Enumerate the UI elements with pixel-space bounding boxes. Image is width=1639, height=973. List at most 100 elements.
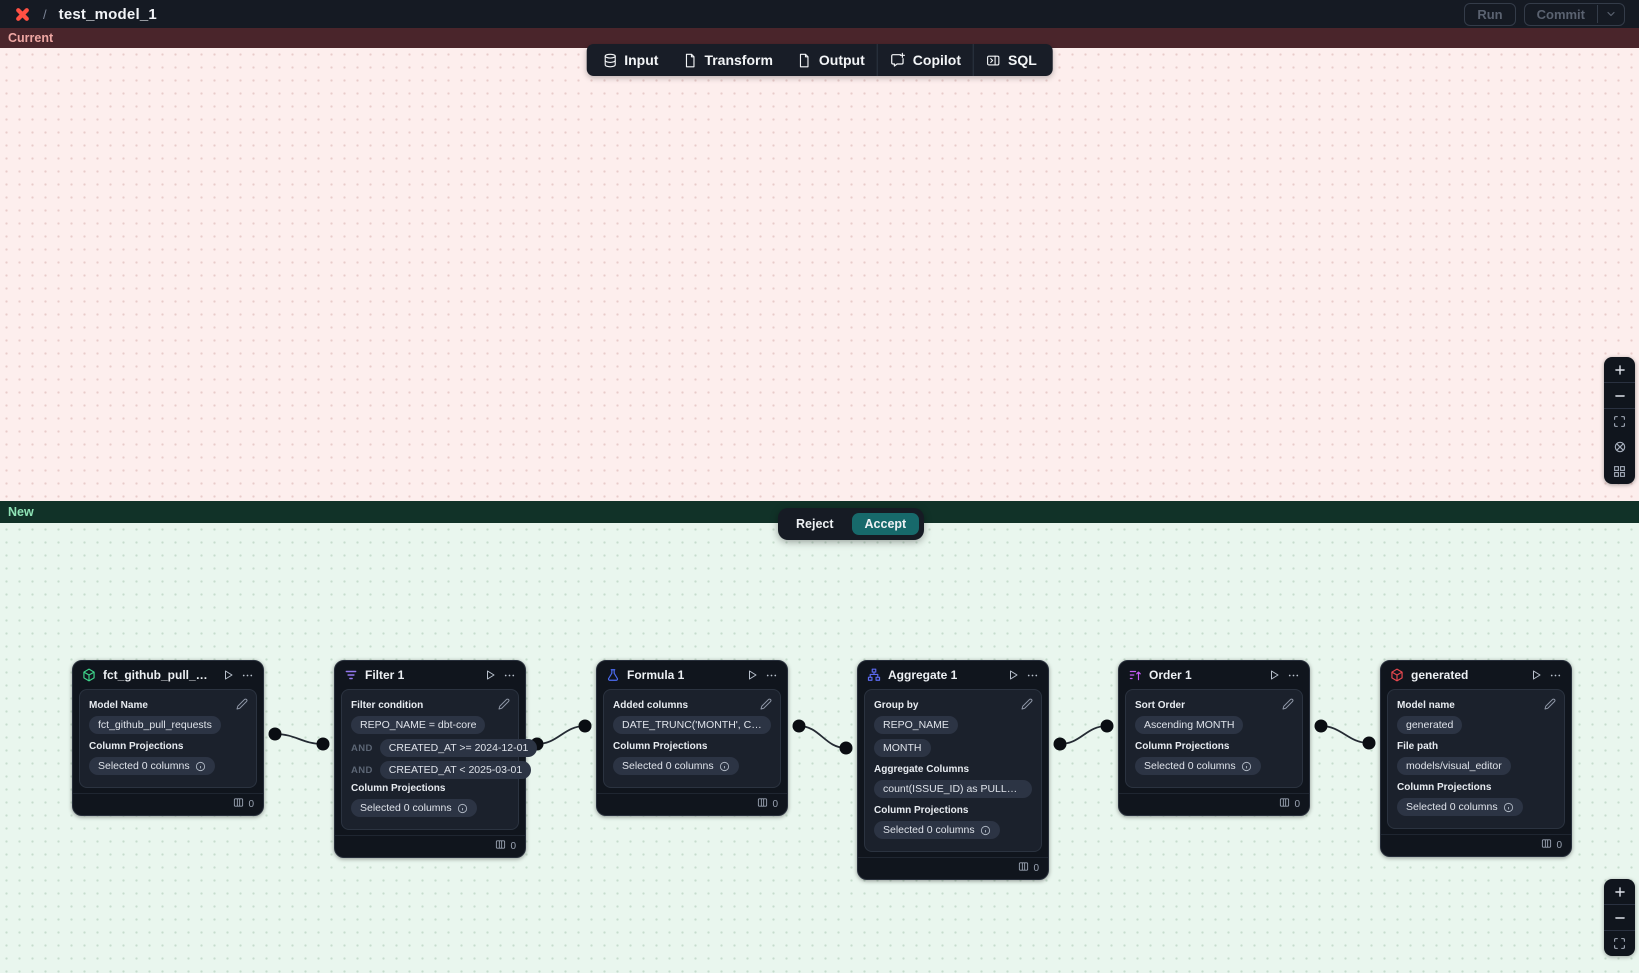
toolbar-item-sql[interactable]: SQL — [974, 44, 1049, 76]
output-port[interactable] — [268, 727, 282, 741]
column-projections-pill[interactable]: Selected 0 columns — [1397, 798, 1523, 816]
lock-viewport-icon[interactable] — [1604, 434, 1635, 459]
run-button[interactable]: Run — [1464, 2, 1516, 26]
commit-button[interactable]: Commit — [1536, 6, 1585, 22]
node-footer: 0 — [1119, 793, 1309, 815]
info-icon — [457, 803, 468, 814]
dbt-logo-icon[interactable] — [14, 6, 31, 23]
fit-view-icon[interactable] — [1604, 931, 1635, 956]
section-label: Column Projections — [613, 741, 708, 752]
zoom-in-icon[interactable] — [1604, 357, 1635, 382]
value-pill[interactable]: fct_github_pull_requests — [89, 716, 221, 734]
run-node-icon[interactable] — [484, 669, 496, 681]
auto-layout-icon[interactable] — [1604, 459, 1635, 484]
toolbar-item-transform[interactable]: Transform — [670, 44, 784, 76]
section-label: Column Projections — [874, 805, 969, 816]
run-node-icon[interactable] — [222, 669, 234, 681]
input-port[interactable] — [1362, 736, 1376, 750]
info-icon — [980, 825, 991, 836]
file-icon — [797, 53, 812, 68]
fit-view-icon[interactable] — [1604, 409, 1635, 434]
run-node-icon[interactable] — [1007, 669, 1019, 681]
run-node-icon[interactable] — [1530, 669, 1542, 681]
node-menu-icon[interactable] — [1549, 669, 1562, 682]
model-name-pill[interactable]: generated — [1397, 716, 1463, 734]
info-icon — [719, 761, 730, 772]
group-by-pill[interactable]: MONTH — [874, 739, 931, 757]
node-formula-1[interactable]: Formula 1 Added columns DATE_TRUNC('MONT… — [596, 660, 788, 816]
chat-plus-icon — [890, 52, 906, 68]
node-footer: 0 — [597, 793, 787, 815]
toolbar-item-output[interactable]: Output — [785, 44, 877, 76]
node-generated[interactable]: generated Model name generated File path… — [1380, 660, 1572, 857]
group-by-pill[interactable]: REPO_NAME — [874, 716, 958, 734]
node-fct-github-pull-requests[interactable]: fct_github_pull_requests Model Name fct_… — [72, 660, 264, 816]
edit-icon[interactable] — [1544, 697, 1556, 715]
node-card: Model name generated File path models/vi… — [1387, 689, 1565, 829]
chevron-down-icon[interactable] — [1597, 5, 1624, 23]
zoom-out-icon[interactable] — [1604, 383, 1635, 408]
node-header[interactable]: generated — [1381, 661, 1571, 689]
toolbar-item-copilot[interactable]: Copilot — [878, 44, 973, 76]
node-header[interactable]: Order 1 — [1119, 661, 1309, 689]
columns-count-icon — [233, 797, 244, 811]
cube-icon — [1390, 668, 1404, 682]
file-path-pill[interactable]: models/visual_editor — [1397, 757, 1511, 775]
node-header[interactable]: fct_github_pull_requests — [73, 661, 263, 689]
node-filter-1[interactable]: Filter 1 Filter condition REPO_NAME = db… — [334, 660, 538, 858]
input-port[interactable] — [839, 741, 853, 755]
edit-icon[interactable] — [1282, 697, 1294, 715]
run-node-icon[interactable] — [746, 669, 758, 681]
node-aggregate-1[interactable]: Aggregate 1 Group by REPO_NAME MONTH Agg… — [857, 660, 1049, 880]
filter-condition-pill[interactable]: CREATED_AT < 2025-03-01 — [379, 761, 532, 779]
edit-icon[interactable] — [498, 697, 510, 715]
run-node-icon[interactable] — [1268, 669, 1280, 681]
column-projections-pill[interactable]: Selected 0 columns — [874, 821, 1000, 839]
node-title: Formula 1 — [627, 668, 685, 682]
node-menu-icon[interactable] — [241, 669, 254, 682]
divider — [1604, 930, 1635, 931]
node-header[interactable]: Aggregate 1 — [858, 661, 1048, 689]
edit-icon[interactable] — [1021, 697, 1033, 715]
node-toolbar: Input Transform Output Copilot — [586, 44, 1053, 76]
output-port[interactable] — [1053, 737, 1067, 751]
input-port[interactable] — [316, 737, 330, 751]
column-projections-pill[interactable]: Selected 0 columns — [89, 757, 215, 775]
node-menu-icon[interactable] — [1026, 669, 1039, 682]
input-port[interactable] — [578, 719, 592, 733]
edit-icon[interactable] — [236, 697, 248, 715]
input-port[interactable] — [1100, 719, 1114, 733]
node-card: Added columns DATE_TRUNC('MONTH', CREATE… — [603, 689, 781, 788]
commit-split-button[interactable]: Commit — [1523, 2, 1625, 26]
section-label: File path — [1397, 741, 1439, 752]
toolbar-item-input[interactable]: Input — [590, 44, 670, 76]
filter-condition-pill[interactable]: REPO_NAME = dbt-core — [351, 716, 486, 734]
node-order-1[interactable]: Order 1 Sort Order Ascending MONTH Colum… — [1118, 660, 1310, 816]
node-footer: 0 — [858, 857, 1048, 879]
toolbar-separator — [876, 44, 878, 76]
filter-condition-pill[interactable]: CREATED_AT >= 2024-12-01 — [379, 739, 538, 757]
column-projections-pill[interactable]: Selected 0 columns — [1135, 757, 1261, 775]
reject-button[interactable]: Reject — [796, 517, 834, 531]
node-menu-icon[interactable] — [1287, 669, 1300, 682]
edit-icon[interactable] — [760, 697, 772, 715]
zoom-out-icon[interactable] — [1604, 905, 1635, 930]
node-menu-icon[interactable] — [765, 669, 778, 682]
column-projections-pill[interactable]: Selected 0 columns — [351, 799, 477, 817]
node-menu-icon[interactable] — [503, 669, 516, 682]
toolbar-separator — [973, 44, 974, 76]
and-label: AND — [351, 764, 373, 776]
formula-pill[interactable]: DATE_TRUNC('MONTH', CREATED_AT… — [613, 716, 771, 734]
zoom-in-icon[interactable] — [1604, 879, 1635, 904]
accept-button[interactable]: Accept — [851, 513, 920, 535]
current-canvas[interactable] — [0, 48, 1639, 501]
columns-count: 0 — [1294, 798, 1300, 810]
aggregate-column-pill[interactable]: count(ISSUE_ID) as PULL_REQUEST_… — [874, 780, 1032, 798]
output-port[interactable] — [1314, 719, 1328, 733]
node-header[interactable]: Filter 1 — [335, 661, 525, 689]
output-port[interactable] — [792, 719, 806, 733]
column-projections-pill[interactable]: Selected 0 columns — [613, 757, 739, 775]
node-header[interactable]: Formula 1 — [597, 661, 787, 689]
node-title: generated — [1411, 668, 1469, 682]
sort-order-pill[interactable]: Ascending MONTH — [1135, 716, 1244, 734]
